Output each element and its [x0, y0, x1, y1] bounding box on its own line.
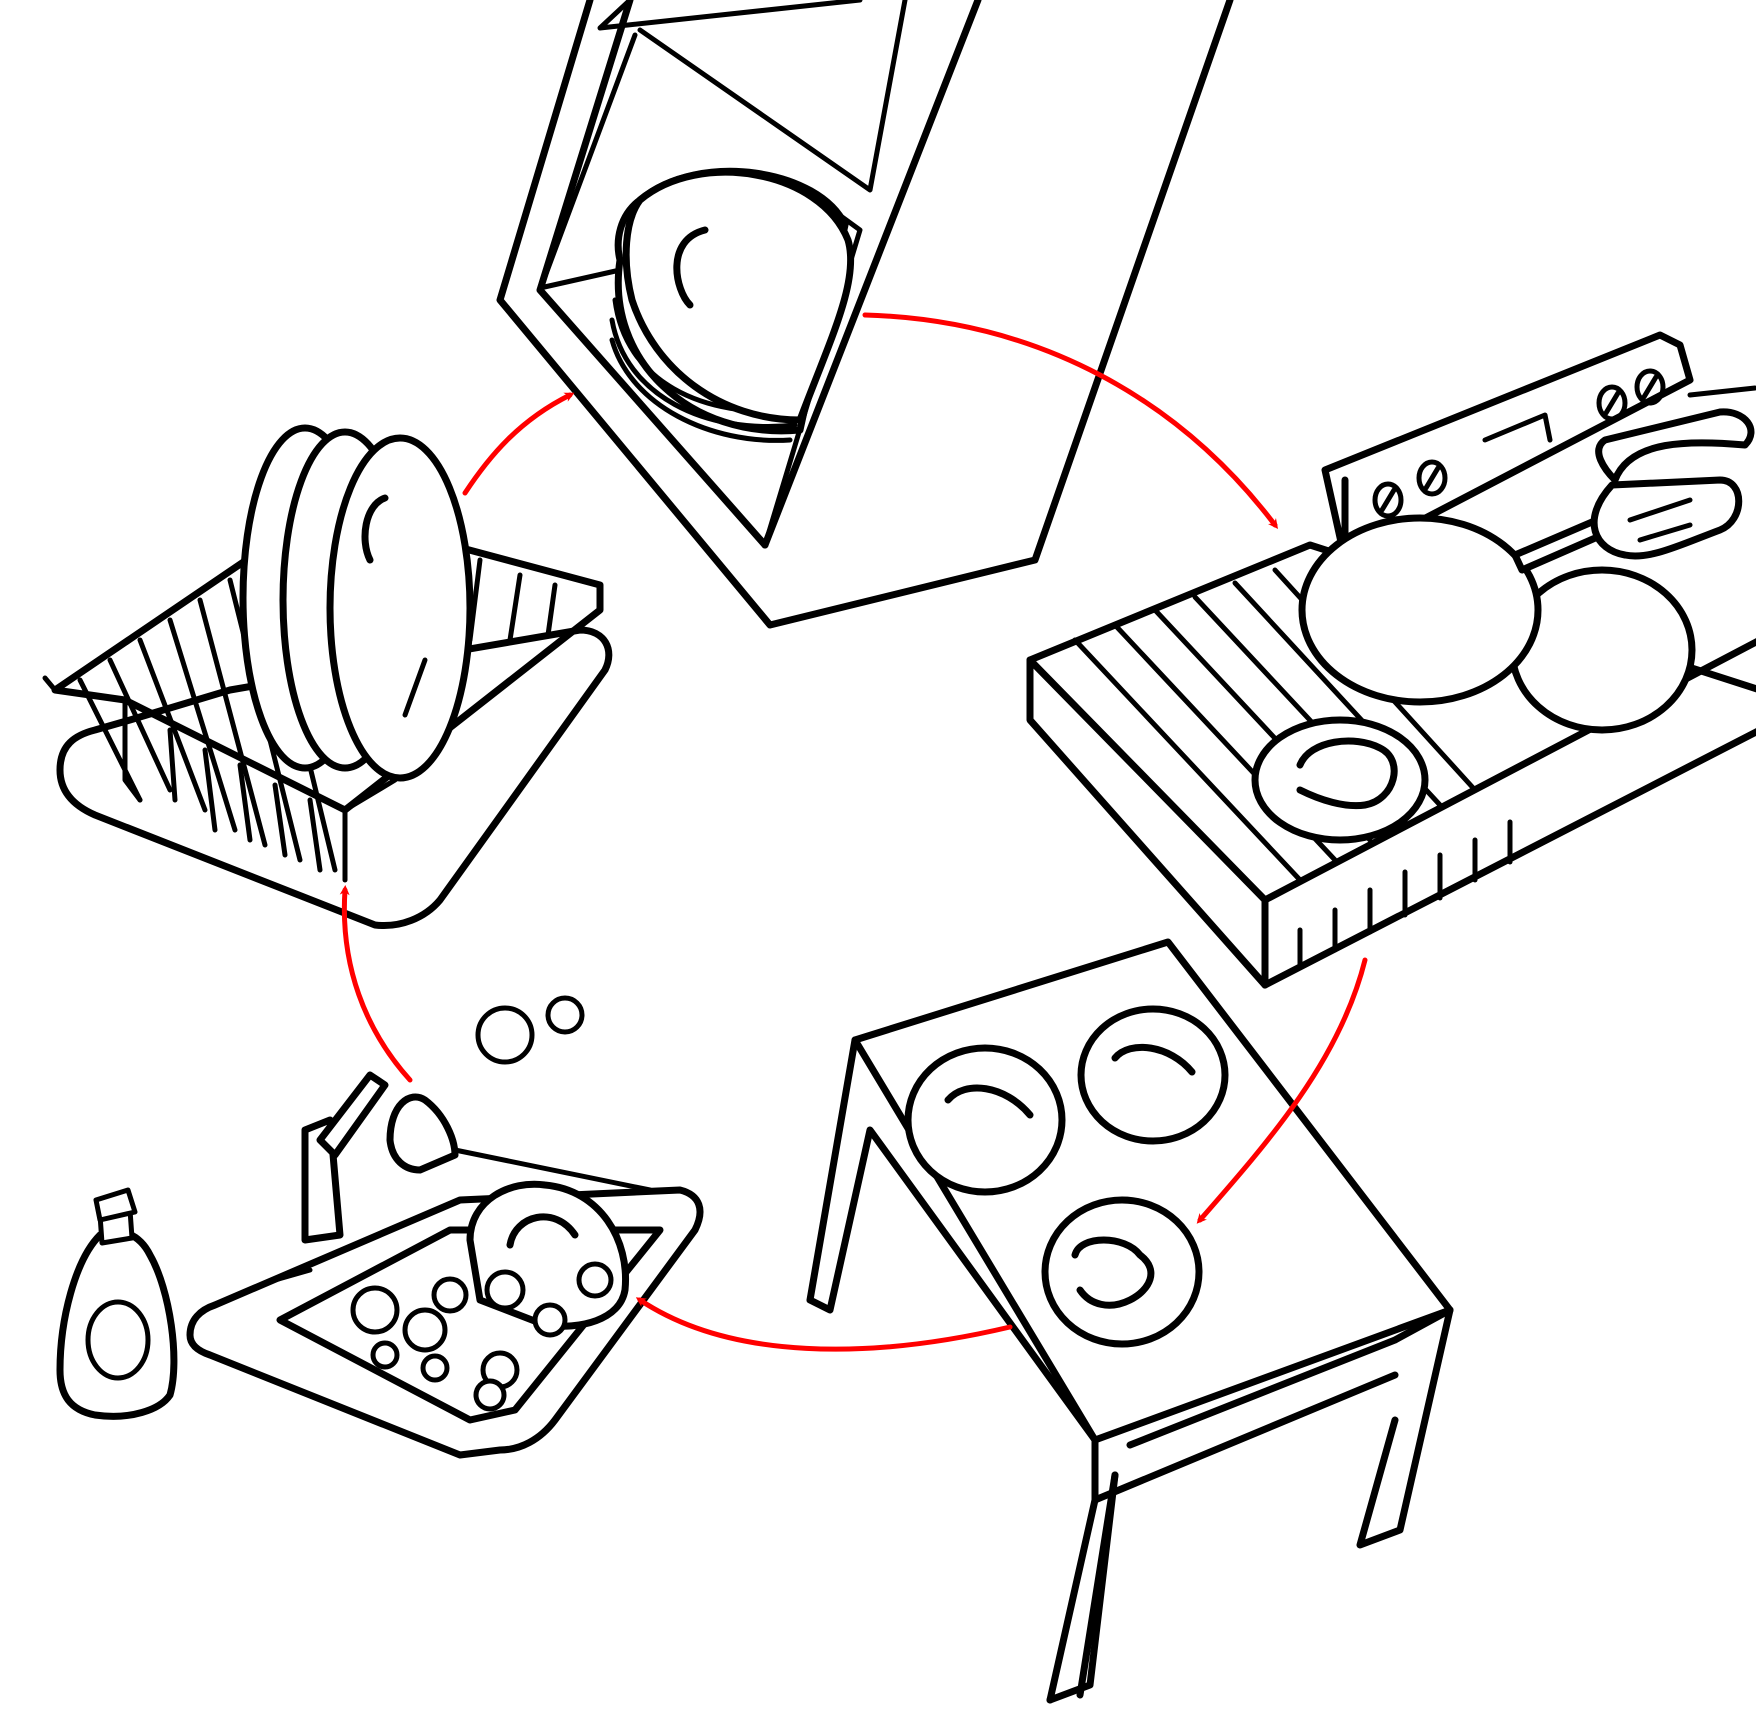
cycle-arrows — [339, 312, 1368, 1352]
plates-in-rack — [239, 424, 474, 782]
faucet — [301, 1071, 653, 1244]
stove-with-pans — [1026, 331, 1756, 989]
plate — [1077, 1005, 1229, 1145]
frying-pan — [1251, 506, 1696, 844]
stove-knob — [1634, 368, 1666, 406]
dirty-plate — [1041, 1196, 1203, 1348]
arrow-table-to-sink — [635, 1297, 1013, 1352]
arrow-stove-to-table — [1196, 957, 1368, 1224]
stove-knob — [1596, 384, 1628, 422]
arrow-cupboard-to-stove — [862, 312, 1279, 529]
arrow-rack-to-cupboard — [462, 392, 575, 496]
plate — [904, 1044, 1066, 1196]
stove-knob — [1416, 459, 1448, 497]
stove-knob — [1372, 481, 1404, 519]
arrow-sink-to-rack — [339, 885, 413, 1083]
plate-stack — [609, 167, 855, 443]
sink-with-soapy-dishes — [186, 995, 704, 1459]
table-with-plates — [806, 938, 1454, 1704]
hand-holding-pan — [1590, 408, 1755, 560]
soap-bubbles — [350, 995, 614, 1412]
dish-soap-bottle — [56, 1187, 178, 1420]
dish-drying-rack — [42, 424, 613, 930]
